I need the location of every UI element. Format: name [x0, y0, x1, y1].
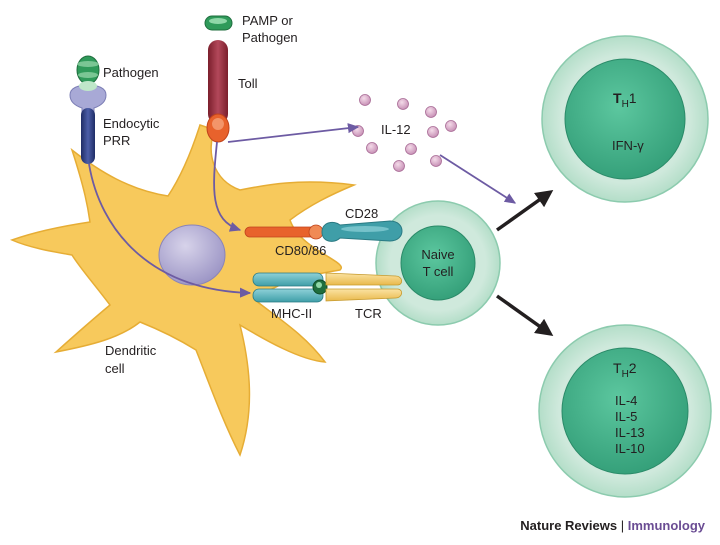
tcr-upper: [325, 272, 402, 286]
journal-credit: Nature Reviews | Immunology: [520, 518, 706, 533]
toll-receptor: [208, 40, 228, 124]
dendritic-cell-body: [9, 124, 357, 457]
il12-molecules: [352, 94, 457, 172]
arrow-naive-to-th2: [495, 294, 554, 337]
cd28-highlight: [341, 226, 389, 232]
dendritic-nucleus: [158, 224, 226, 286]
th1-cytokine: IFN-γ: [612, 138, 644, 153]
label-pamp-2: Pathogen: [242, 30, 298, 45]
label-pamp-1: PAMP or: [242, 13, 293, 28]
label-pathogen: Pathogen: [103, 65, 159, 80]
mhc-ii-lower: [252, 288, 324, 303]
th2-cytokine-il10: IL-10: [615, 441, 645, 456]
th2-cytokine-il5: IL-5: [615, 409, 637, 424]
arrow-toll-to-il12: [227, 123, 360, 143]
pathogen-base: [79, 81, 97, 91]
label-dendritic-1: Dendritic: [105, 343, 157, 358]
pathogen-band-1: [77, 61, 99, 67]
th1-name: TH1: [613, 90, 637, 110]
arrow-naive-to-th1: [495, 189, 554, 232]
label-naive-1: Naive: [421, 247, 454, 262]
label-endocytic-1: Endocytic: [103, 116, 160, 131]
cd80-86-tip: [308, 224, 324, 240]
th2-cytokine-il4: IL-4: [615, 393, 637, 408]
arrow-toll-to-cd80: [213, 141, 242, 232]
tcr-lower: [325, 288, 402, 302]
label-cd80-86: CD80/86: [275, 243, 326, 258]
label-cd28: CD28: [345, 206, 378, 221]
peptide-highlight: [316, 282, 322, 288]
label-dendritic-2: cell: [105, 361, 125, 376]
pathogen-band-2: [78, 72, 98, 78]
mhc-ii-upper: [252, 272, 324, 287]
label-toll: Toll: [238, 76, 258, 91]
arrow-il12-to-th: [439, 154, 517, 204]
label-mhc-ii: MHC-II: [271, 306, 312, 321]
naive-tcell-inner: [400, 225, 476, 301]
pathogen-icon: [76, 55, 100, 85]
th2-cytokine-il13: IL-13: [615, 425, 645, 440]
toll-tip-highlight: [212, 118, 224, 130]
pamp-highlight: [209, 18, 227, 24]
arrow-prr-to-mhc: [88, 163, 252, 298]
cd80-86-molecule: [244, 226, 320, 238]
th2-cell-inner: [561, 347, 689, 475]
label-il12: IL-12: [381, 122, 411, 137]
endocytic-prr-stalk: [81, 108, 95, 164]
label-naive-2: T cell: [423, 264, 454, 279]
label-endocytic-2: PRR: [103, 133, 130, 148]
th1-cell-inner: [564, 58, 686, 180]
th2-name: TH2: [613, 360, 637, 380]
label-tcr: TCR: [355, 306, 382, 321]
